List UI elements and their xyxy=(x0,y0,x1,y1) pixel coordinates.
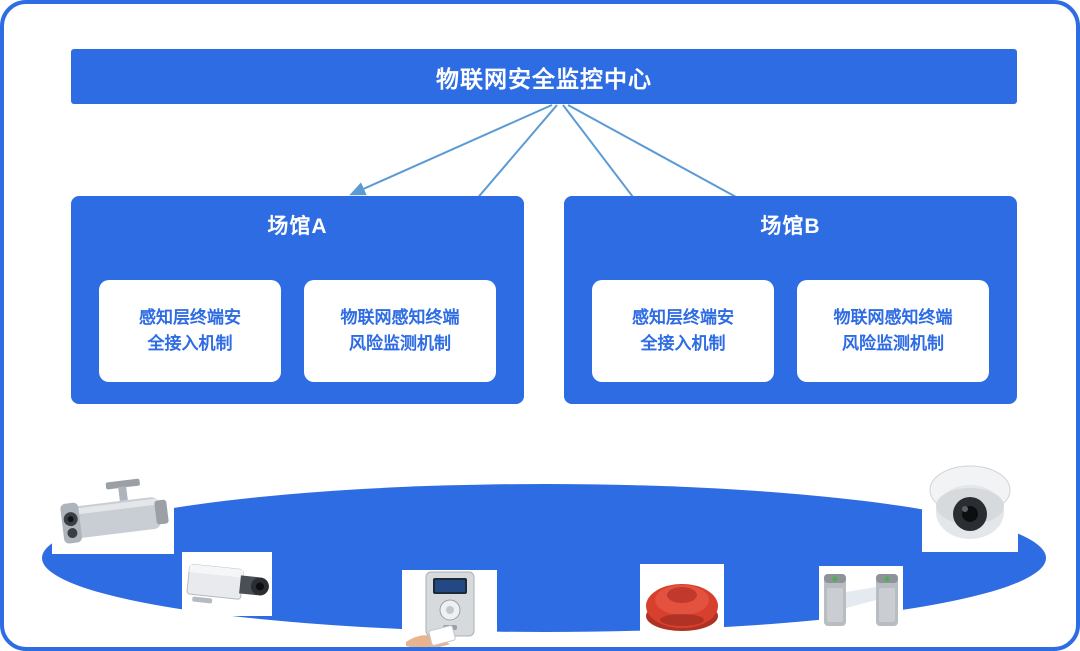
arrow-to-venue-a xyxy=(349,104,553,196)
card-text-line: 物联网感知终端 xyxy=(340,307,460,327)
turnstile-gate-icon xyxy=(819,566,903,632)
venue-b-card-secure-access: 感知层终端安 全接入机制 xyxy=(592,280,774,382)
smoke-detector-icon xyxy=(640,564,724,636)
card-text-line: 风险监测机制 xyxy=(842,334,944,353)
header-title: 物联网安全监控中心 xyxy=(436,65,652,92)
bullet-camera-icon xyxy=(52,474,174,554)
venue-a-box: 场馆A 感知层终端安 全接入机制 物联网感知终端 风险监测机制 xyxy=(71,196,524,404)
access-control-reader-icon xyxy=(402,570,497,647)
box-camera-icon xyxy=(182,552,272,616)
venue-b-box: 场馆B 感知层终端安 全接入机制 物联网感知终端 风险监测机制 xyxy=(564,196,1017,404)
venue-a-card-secure-access: 感知层终端安 全接入机制 xyxy=(99,280,281,382)
venue-a-label: 场馆A xyxy=(267,215,328,238)
venue-b-label: 场馆B xyxy=(760,215,821,238)
venue-a-card-risk-monitoring: 物联网感知终端 风险监测机制 xyxy=(304,280,496,382)
card-text-line: 物联网感知终端 xyxy=(833,307,953,327)
dome-camera-icon xyxy=(922,462,1018,552)
card-text-line: 全接入机制 xyxy=(640,334,726,353)
card-text-line: 全接入机制 xyxy=(147,334,233,353)
venue-b-card-risk-monitoring: 物联网感知终端 风险监测机制 xyxy=(797,280,989,382)
card-text-line: 感知层终端安 xyxy=(632,307,734,327)
card-text-line: 风险监测机制 xyxy=(349,334,451,353)
card-text-line: 感知层终端安 xyxy=(139,307,241,327)
header-bar: 物联网安全监控中心 xyxy=(71,49,1017,104)
